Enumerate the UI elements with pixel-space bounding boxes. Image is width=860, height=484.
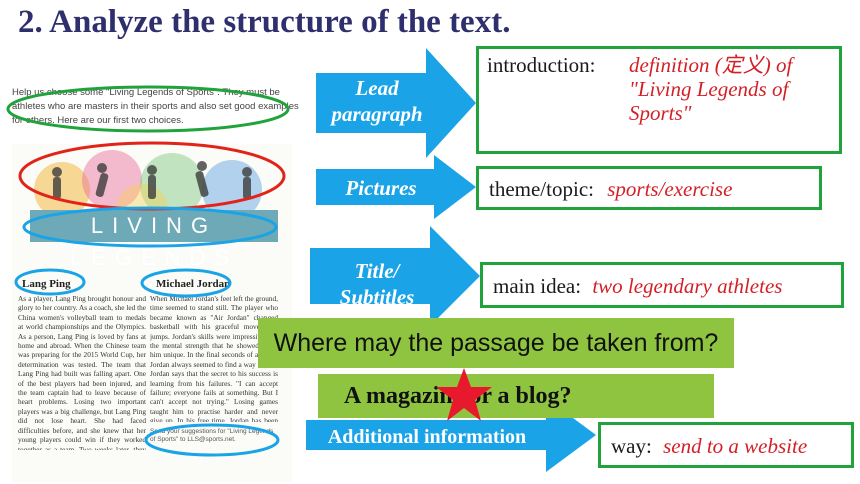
theme-box: theme/topic: sports/exercise [476, 166, 822, 210]
column-title-lang-ping: Lang Ping [22, 278, 71, 290]
answer-banner: A magazine or a blog? [318, 374, 714, 418]
suggestion-note: Send your suggestions for "Living Legend… [150, 428, 274, 443]
introduction-box: introduction: definition (定义) of "Living… [476, 46, 842, 154]
theme-value: sports/exercise [607, 177, 733, 201]
arrow-lead-paragraph [316, 48, 476, 158]
arrow-pictures [316, 155, 476, 219]
arrow-additional-information [306, 398, 596, 472]
introduction-label: introduction: [487, 53, 596, 77]
theme-label: theme/topic: [489, 177, 594, 201]
arrow-label-additional-information: Additional information [327, 426, 527, 448]
main-idea-label: main idea: [493, 274, 582, 298]
way-value: send to a website [663, 434, 808, 458]
column-text-michael-jordan: When Michael Jordan's feet left the grou… [150, 294, 278, 422]
slide-title: 2. Analyze the structure of the text. [18, 4, 511, 40]
arrow-label-pictures: Pictures [345, 176, 417, 200]
main-idea-box: main idea: two legendary athletes [480, 262, 844, 308]
question-banner: Where may the passage be taken from? [258, 318, 734, 368]
arrow-label-title-subtitles: Title/ Subtitles [339, 259, 415, 309]
introduction-value: definition (定义) of "Living Legends of Sp… [629, 53, 793, 125]
way-box: way: send to a website [598, 422, 854, 468]
column-text-lang-ping: As a player, Lang Ping brought honour an… [18, 294, 146, 450]
main-idea-value: two legendary athletes [592, 274, 783, 298]
column-title-michael-jordan: Michael Jordan [156, 278, 231, 290]
way-label: way: [611, 434, 652, 458]
star-icon [436, 368, 492, 421]
living-legends-banner: LIVING LEGENDS [30, 210, 278, 270]
arrow-label-lead-paragraph: Lead paragraph [331, 76, 423, 126]
article-intro-text: Help us choose some "Living Legends of S… [12, 87, 299, 126]
arrow-title-subtitles [310, 226, 480, 326]
